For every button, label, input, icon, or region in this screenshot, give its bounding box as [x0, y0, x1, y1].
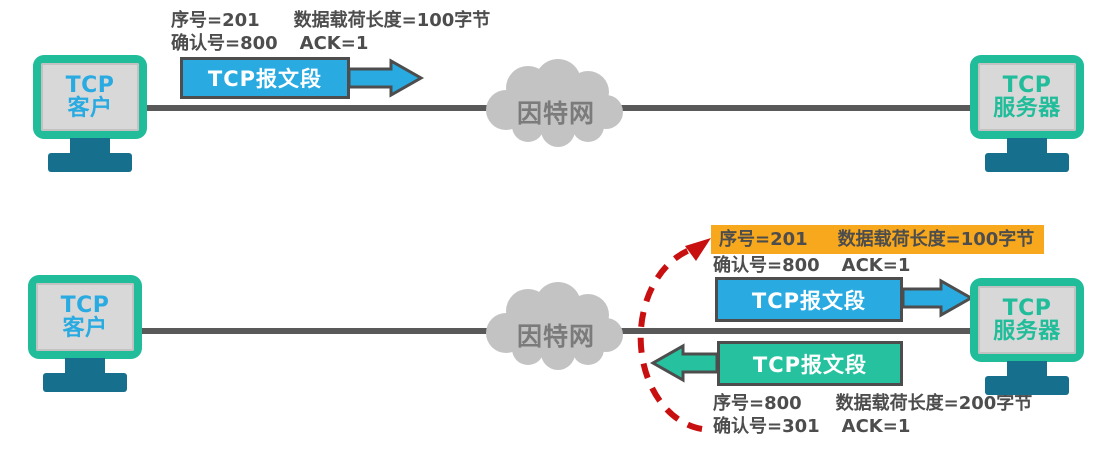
- seq-label: 序号=800: [713, 393, 802, 414]
- client-computer-scene1: TCP 客户: [33, 55, 147, 173]
- right-arrow-icon-scene2: [901, 278, 975, 318]
- seq-label: 序号=201: [171, 10, 260, 31]
- red-dashed-ack-arc: [637, 244, 703, 432]
- received-segment-highlight: 序号=201 数据载荷长度=100字节: [711, 225, 1045, 254]
- internet-cloud-icon-scene1: [486, 59, 623, 147]
- internet-label-scene1: 因特网: [516, 99, 595, 128]
- left-arrow-icon-scene2: [649, 343, 719, 383]
- client-computer-scene2: TCP 客户: [28, 275, 142, 393]
- server-computer-scene2: TCP 服务器: [970, 278, 1084, 396]
- tcp-segment-label: TCP报文段: [751, 288, 867, 313]
- client-label-line1: TCP: [65, 72, 115, 98]
- server-label-line2: 服务器: [993, 96, 1061, 121]
- client-monitor-frame: TCP 客户: [33, 55, 147, 139]
- server-monitor-frame: TCP 服务器: [970, 278, 1084, 362]
- internet-label-scene2: 因特网: [516, 322, 595, 351]
- ack-number-label: 确认号=301: [713, 416, 820, 437]
- ack-flag-label: ACK=1: [841, 416, 911, 437]
- server-label-line1: TCP: [1002, 72, 1052, 98]
- client-monitor-screen: TCP 客户: [41, 63, 139, 131]
- monitor-stand-base: [48, 153, 132, 172]
- reply-segment-annotation: 序号=800 数据载荷长度=200字节 确认号=301 ACK=1: [713, 392, 1032, 438]
- server-label-line1: TCP: [1002, 295, 1052, 321]
- monitor-stand-neck: [70, 138, 110, 155]
- ack-flag-label: ACK=1: [841, 255, 911, 276]
- tcp-segment-label: TCP报文段: [207, 67, 323, 91]
- internet-cloud-icon-scene2: [486, 282, 623, 370]
- red-arc-arrowhead-icon: [685, 238, 711, 261]
- monitor-stand-base: [985, 153, 1069, 172]
- sent-segment-annotation: 序号=201 数据载荷长度=100字节 确认号=800 ACK=1: [171, 9, 490, 55]
- tcp-segment-label: TCP报文段: [752, 352, 868, 377]
- client-label-line2: 客户: [62, 316, 108, 341]
- server-monitor-frame: TCP 服务器: [970, 55, 1084, 139]
- ack-flag-label: ACK=1: [299, 33, 369, 54]
- monitor-stand-base: [43, 373, 127, 392]
- ack-number-label: 确认号=800: [713, 255, 820, 276]
- tcp-segment-box-scene2-inbound: TCP报文段: [715, 277, 903, 322]
- right-arrow-icon-scene1: [347, 58, 425, 98]
- monitor-stand-neck: [65, 358, 105, 375]
- payload-length-label: 数据载荷长度=100字节: [293, 10, 491, 31]
- received-segment-ack-annotation: 确认号=800 ACK=1: [713, 254, 910, 277]
- monitor-stand-neck: [1007, 138, 1047, 155]
- server-label-line2: 服务器: [993, 319, 1061, 344]
- client-monitor-screen: TCP 客户: [36, 283, 134, 351]
- tcp-segment-box-scene1: TCP报文段: [180, 57, 350, 99]
- client-monitor-frame: TCP 客户: [28, 275, 142, 359]
- client-label-line1: TCP: [60, 292, 110, 318]
- seq-label: 序号=201: [719, 229, 808, 250]
- monitor-stand-neck: [1007, 361, 1047, 378]
- server-monitor-screen: TCP 服务器: [978, 63, 1076, 131]
- payload-length-label: 数据载荷长度=200字节: [835, 393, 1033, 414]
- server-monitor-screen: TCP 服务器: [978, 286, 1076, 354]
- client-label-line2: 客户: [67, 96, 113, 121]
- ack-number-label: 确认号=800: [171, 33, 278, 54]
- tcp-segment-box-scene2-reply: TCP报文段: [717, 341, 903, 386]
- payload-length-label: 数据载荷长度=100字节: [837, 229, 1035, 250]
- server-computer-scene1: TCP 服务器: [970, 55, 1084, 173]
- monitor-stand-base: [985, 376, 1069, 395]
